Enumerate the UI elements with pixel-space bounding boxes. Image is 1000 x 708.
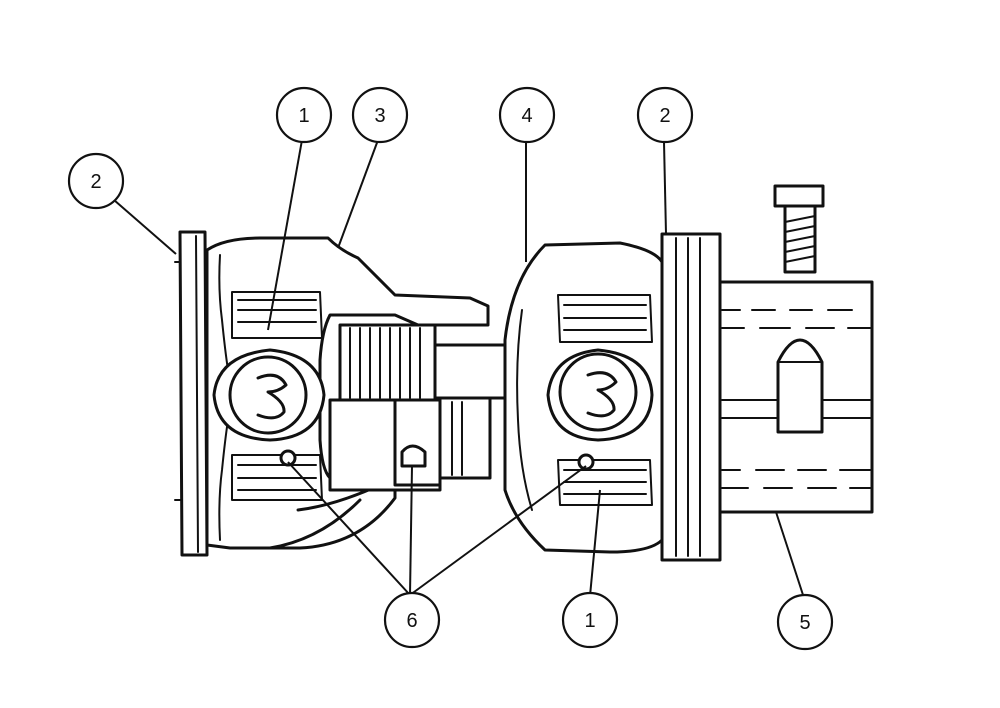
callout-4: 4 [498,86,556,144]
right-flange [660,232,722,562]
callout-label: 2 [90,171,101,193]
callout-label: 5 [799,612,810,634]
callout-1-top: 1 [275,86,333,144]
right-yoke [503,241,664,554]
splined-shaft [328,323,510,492]
callout-6: 6 [383,591,441,649]
callout-3: 3 [351,86,409,144]
hub [718,184,874,514]
callout-label: 3 [374,105,385,127]
callout-label: 2 [659,105,670,127]
callout-label: 4 [521,105,532,127]
callout-label: 1 [298,105,309,127]
callout-1-bottom: 1 [561,591,619,649]
callout-label: 6 [406,610,417,632]
callout-2-right: 2 [636,86,694,144]
left-yoke [205,236,490,550]
callout-label: 1 [584,610,595,632]
grease-nipples [279,449,595,471]
leader-lines [113,139,805,599]
callout-2-left: 2 [67,152,125,210]
left-flange [174,230,209,557]
callout-5: 5 [776,593,834,651]
